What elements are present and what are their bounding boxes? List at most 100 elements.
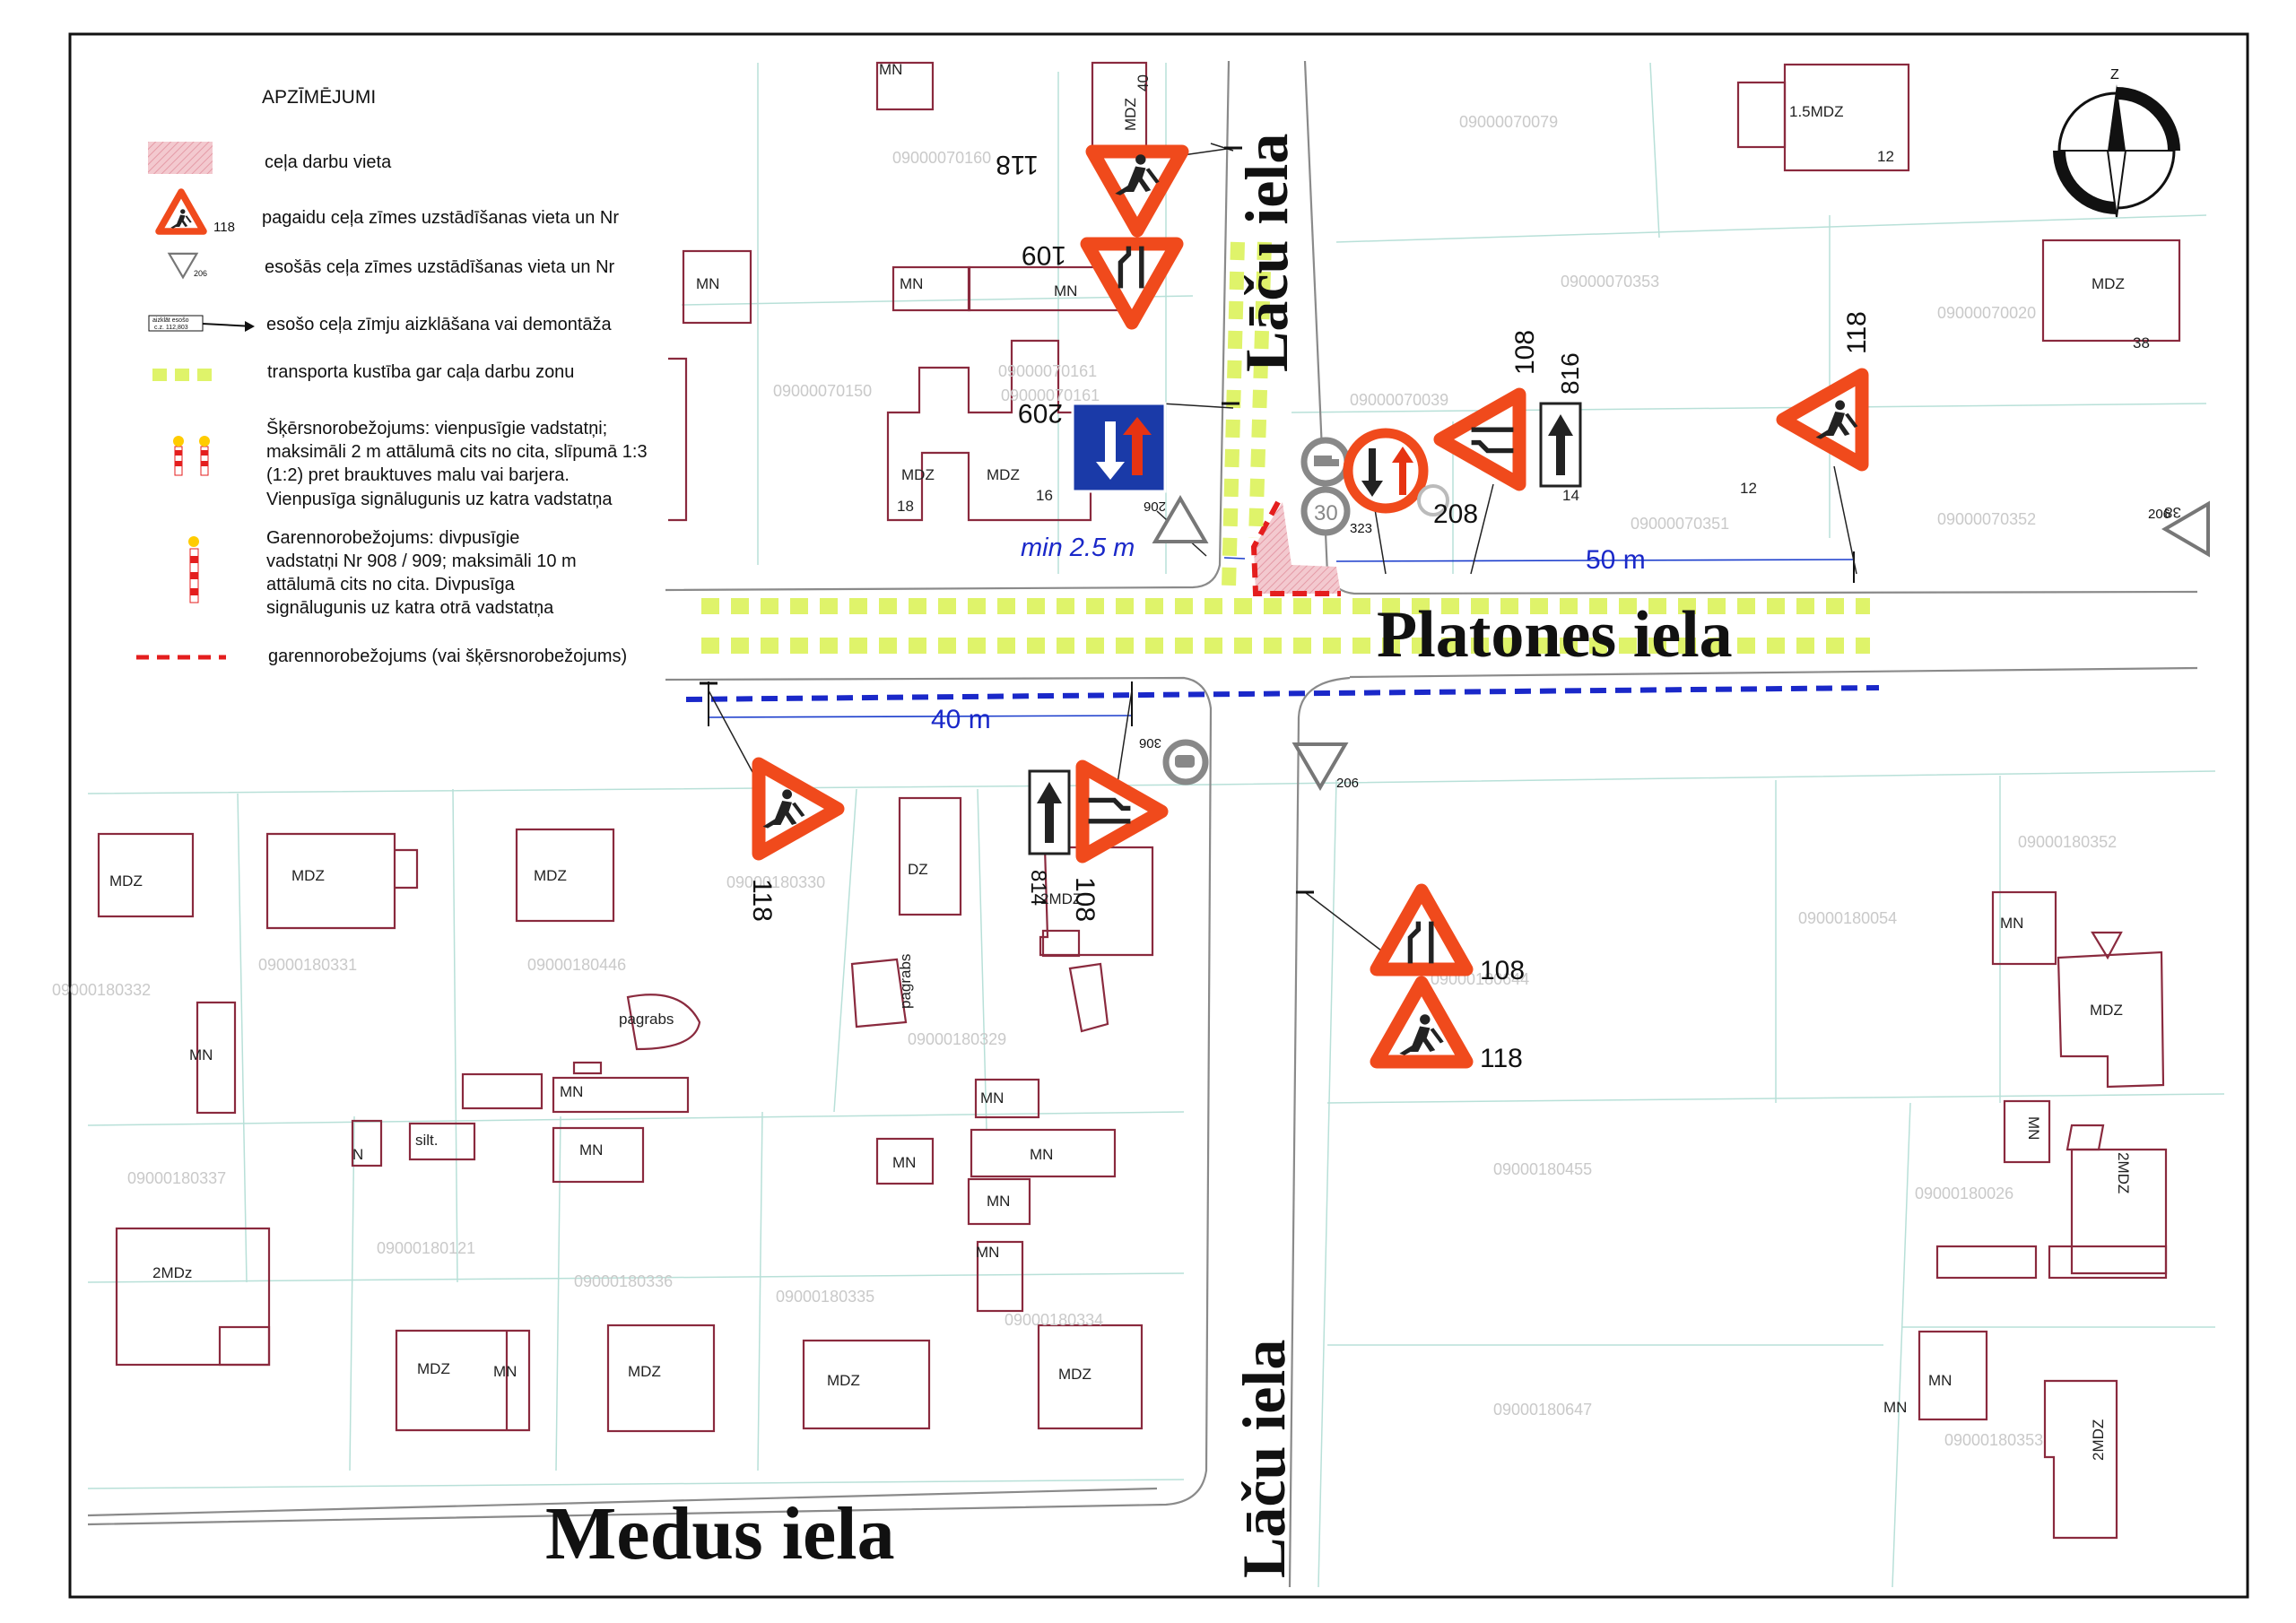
legend-item-cross-line-1: maksimāli 2 m attālumā cits no cita, slī… — [266, 442, 648, 462]
svg-text:MN: MN — [879, 61, 902, 78]
svg-text:09000070150: 09000070150 — [773, 382, 872, 400]
small-structures — [572, 1061, 603, 1075]
svg-text:12: 12 — [1740, 480, 1757, 497]
svg-text:MN: MN — [1928, 1372, 1952, 1389]
work-area-hatch — [1254, 502, 1341, 594]
sign-no-trucks-existing — [1300, 437, 1351, 487]
svg-text:09000180329: 09000180329 — [908, 1030, 1006, 1048]
legend-swatch-work-area — [148, 142, 213, 174]
svg-text:09000180330: 09000180330 — [726, 873, 825, 891]
legend-swatch-long-barrier — [188, 536, 199, 603]
svg-text:40: 40 — [1135, 74, 1152, 91]
legend-item-long-line-3: signālugunis uz katra otrā vadstatņa — [266, 598, 554, 618]
work-area-barrier — [1250, 500, 1341, 596]
svg-text:09000180026: 09000180026 — [1915, 1185, 2013, 1202]
svg-text:09000180335: 09000180335 — [776, 1288, 874, 1306]
sign-306-existing — [1162, 739, 1209, 785]
svg-text:09000180336: 09000180336 — [574, 1272, 673, 1290]
legend-item-long-line-2: attālumā cits no cita. Divpusīga — [266, 575, 516, 595]
svg-text:38: 38 — [2133, 334, 2150, 352]
sign-label-814: 814 — [1026, 870, 1050, 906]
svg-text:MDZ: MDZ — [417, 1360, 450, 1377]
svg-text:MN: MN — [1054, 282, 1077, 299]
sign-label-118-se: 118 — [1480, 1044, 1523, 1073]
dimension-min: min 2.5 m — [1021, 534, 1135, 562]
traffic-flow-markers — [701, 241, 1870, 654]
svg-text:MN: MN — [2000, 915, 2023, 932]
street-lacu-south: Lāču iela — [1230, 1340, 1298, 1578]
sign-label-109: 109 — [1022, 240, 1066, 270]
legend-item-temp-sign: pagaidu ceļa zīmes uzstādīšanas vieta un… — [262, 208, 619, 228]
svg-text:09000180337: 09000180337 — [127, 1169, 226, 1187]
svg-text:2MDZ: 2MDZ — [2115, 1152, 2132, 1193]
svg-text:09000070161: 09000070161 — [998, 362, 1097, 380]
sign-323 — [1343, 428, 1429, 514]
svg-text:MN: MN — [2025, 1116, 2042, 1140]
legend-item-dashed-barrier: garennorobežojums (vai šķērsnorobežojums… — [268, 647, 627, 666]
legend-item-existing-sign: esošās ceļa zīmes uzstādīšanas vieta un … — [265, 257, 615, 277]
north-compass: Z — [2053, 67, 2180, 218]
svg-text:09000180332: 09000180332 — [52, 981, 151, 999]
svg-text:MN: MN — [892, 1154, 916, 1171]
svg-text:09000180054: 09000180054 — [1798, 909, 1897, 927]
svg-text:N: N — [352, 1146, 363, 1163]
svg-text:12: 12 — [1877, 148, 1894, 165]
svg-text:09000180352: 09000180352 — [2018, 833, 2117, 851]
svg-text:MN: MN — [980, 1089, 1004, 1107]
svg-text:09000180121: 09000180121 — [377, 1239, 475, 1257]
sign-208-existing — [1417, 484, 1449, 516]
legend-swatch-temp-sign-nr: 118 — [213, 220, 235, 235]
svg-text:09000070351: 09000070351 — [1631, 515, 1729, 533]
svg-text:pagrabs: pagrabs — [897, 954, 914, 1009]
svg-text:09000070160: 09000070160 — [892, 149, 991, 167]
sign-814 — [1028, 769, 1071, 855]
parcel-boundaries — [87, 62, 2225, 1588]
svg-text:MN: MN — [900, 275, 923, 292]
svg-text:silt.: silt. — [415, 1132, 439, 1149]
svg-text:MN: MN — [976, 1244, 999, 1261]
svg-text:MDZ: MDZ — [827, 1372, 860, 1389]
svg-text:MDZ: MDZ — [291, 867, 325, 884]
sign-label-206-south: 206 — [1336, 776, 1359, 791]
blue-barrier-line — [685, 685, 1880, 702]
svg-text:2MDZ: 2MDZ — [1040, 890, 1082, 907]
svg-text:09000070161: 09000070161 — [1001, 386, 1100, 404]
sign-label-108-se: 108 — [1480, 956, 1525, 985]
sign-speed-30: 30 — [1300, 486, 1351, 536]
street-lacu-north: Lāču iela — [1232, 134, 1300, 372]
legend-item-long-line-0: Garennorobežojums: divpusīgie — [266, 528, 519, 548]
svg-text:09000180353: 09000180353 — [1944, 1431, 2043, 1449]
svg-text:09000070079: 09000070079 — [1459, 113, 1558, 131]
svg-text:2MDz: 2MDz — [152, 1264, 192, 1281]
svg-text:MN: MN — [1030, 1146, 1053, 1163]
svg-text:1.5MDZ: 1.5MDZ — [1789, 103, 1843, 120]
svg-text:09000070039: 09000070039 — [1350, 391, 1448, 409]
legend-title: APZĪMĒJUMI — [262, 87, 376, 108]
svg-text:c.z. 112,803: c.z. 112,803 — [154, 325, 188, 331]
legend-item-cross-line-0: Šķērsnorobežojums: vienpusīgie vadstatņi… — [266, 418, 607, 438]
sign-label-323: 323 — [1350, 521, 1372, 536]
svg-text:38: 38 — [2164, 504, 2181, 521]
building-labels: MN 40 MDZ 1.5MDZ 12 MN MN MN MDZ 38 MDZ … — [109, 61, 2181, 1461]
parcel-ids: 09000070160 09000070079 09000070353 0900… — [52, 113, 2117, 1449]
svg-text:18: 18 — [897, 498, 914, 515]
sign-label-306: 306 — [1139, 735, 1161, 751]
legend-item-long-line-1: vadstatņi Nr 908 / 909; maksimāli 10 m — [266, 551, 577, 571]
svg-text:aizklāt esošo: aizklāt esošo — [152, 317, 189, 324]
svg-text:09000070020: 09000070020 — [1937, 304, 2036, 322]
legend-item-work-area: ceļa darbu vieta — [265, 152, 392, 172]
legend-item-cross-line-3: Vienpusīga signālugunis uz katra vadstat… — [266, 490, 613, 509]
sign-label-816: 816 — [1556, 352, 1584, 395]
sign-label-206-a: 206 — [1144, 499, 1166, 514]
svg-text:30: 30 — [1314, 501, 1338, 525]
svg-text:pagrabs: pagrabs — [619, 1011, 674, 1028]
svg-text:MDZ: MDZ — [628, 1363, 661, 1380]
svg-text:DZ: DZ — [908, 861, 928, 878]
svg-text:09000180446: 09000180446 — [527, 956, 626, 974]
sign-label-108-right: 108 — [1510, 330, 1540, 375]
legend-swatch-cover — [148, 315, 204, 332]
street-platones: Platones iela — [1377, 598, 1733, 672]
legend: APZĪMĒJUMI ceļa darbu vieta 118 pagaidu … — [136, 87, 648, 666]
legend-swatch-cross-barrier — [173, 436, 210, 476]
